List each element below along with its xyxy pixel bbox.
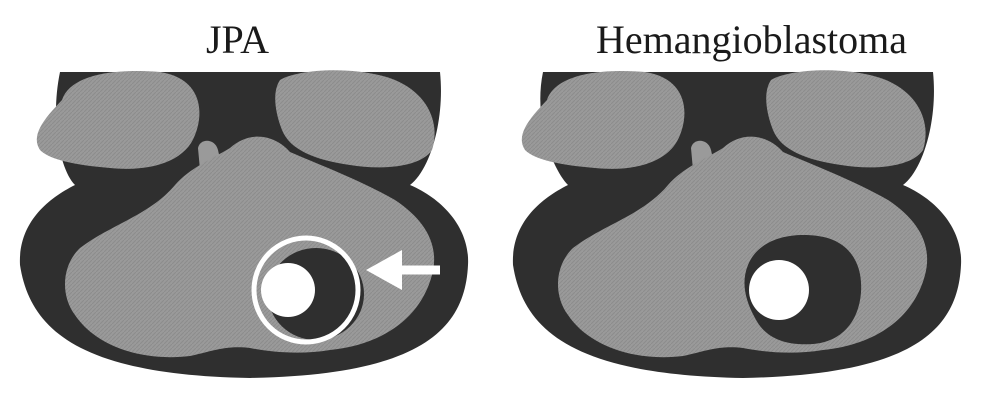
jpa-illustration: [19, 70, 469, 378]
panel-hemangioblastoma: Hemangioblastoma: [503, 0, 1006, 406]
left-temporal-lobe: [521, 71, 685, 169]
left-temporal-lobe: [36, 71, 200, 169]
right-temporal-lobe: [766, 70, 926, 168]
arrow-icon: [366, 250, 440, 290]
mural-nodule: [749, 260, 809, 320]
hemangioblastoma-illustration: [512, 70, 962, 378]
right-temporal-lobe: [275, 70, 435, 168]
highlight-circle: [251, 235, 361, 345]
mural-nodule: [261, 263, 315, 317]
panel-jpa: JPA: [19, 17, 469, 378]
panel-title-jpa: JPA: [205, 17, 270, 62]
panel-title-hemangioblastoma: Hemangioblastoma: [595, 17, 908, 62]
